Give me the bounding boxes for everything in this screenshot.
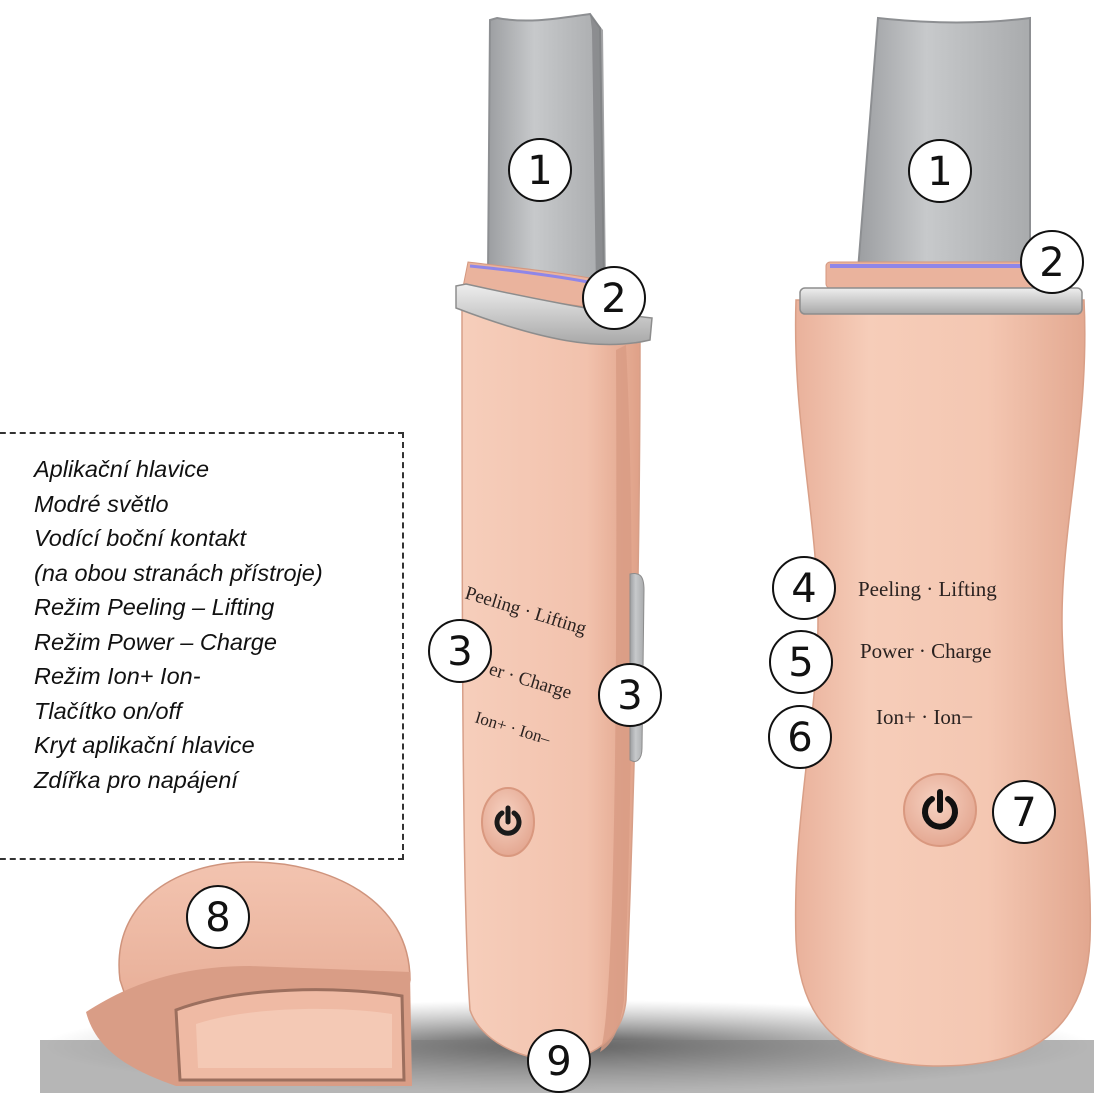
- svg-text:7: 7: [1011, 790, 1036, 836]
- svg-text:5: 5: [788, 640, 813, 686]
- svg-text:9: 9: [546, 1039, 571, 1085]
- legend-item-text: Vodící boční kontakt: [34, 525, 246, 552]
- callout-front-light: 2: [1021, 231, 1083, 293]
- svg-text:1: 1: [527, 148, 552, 194]
- svg-text:8: 8: [205, 895, 230, 941]
- front-label-ion: Ion+ · Ion−: [876, 705, 973, 729]
- front-ring: [800, 288, 1082, 314]
- callout-front-head: 1: [909, 140, 971, 202]
- legend-item-text: (na obou stranách přístroje): [34, 560, 323, 587]
- front-label-power: Power · Charge: [860, 639, 991, 663]
- front-label-peeling: Peeling · Lifting: [858, 577, 997, 601]
- legend-item-text: Zdířka pro napájení: [34, 767, 238, 794]
- svg-text:3: 3: [447, 629, 472, 675]
- callout-side-head: 1: [509, 139, 571, 201]
- callout-front-ion: 6: [769, 706, 831, 768]
- legend-item-text: Modré světlo: [34, 491, 169, 518]
- svg-text:6: 6: [787, 715, 812, 761]
- callout-side-contact-left: 3: [429, 620, 491, 682]
- legend-item-text: Aplikační hlavice: [34, 456, 209, 483]
- svg-text:4: 4: [791, 566, 816, 612]
- callout-front-peeling: 4: [773, 557, 835, 619]
- callout-charge-port: 9: [528, 1030, 590, 1092]
- legend-box: 1. Aplikační hlavice 2. Modré světlo 3. …: [0, 432, 404, 860]
- callout-front-power: 5: [770, 631, 832, 693]
- svg-text:1: 1: [927, 149, 952, 195]
- svg-text:2: 2: [601, 276, 626, 322]
- callout-front-button: 7: [993, 781, 1055, 843]
- legend-item-text: Režim Ion+ Ion-: [34, 663, 201, 690]
- head-cap: [86, 862, 412, 1086]
- svg-text:3: 3: [617, 673, 642, 719]
- front-body: [796, 300, 1091, 1066]
- legend-item-text: Tlačítko on/off: [34, 698, 182, 725]
- legend-item-text: Režim Power – Charge: [34, 629, 277, 656]
- legend-item-text: Kryt aplikační hlavice: [34, 732, 255, 759]
- svg-text:2: 2: [1039, 240, 1064, 286]
- callout-side-light: 2: [583, 267, 645, 329]
- callout-side-contact-right: 3: [599, 664, 661, 726]
- legend-item-text: Režim Peeling – Lifting: [34, 594, 274, 621]
- callout-cap: 8: [187, 886, 249, 948]
